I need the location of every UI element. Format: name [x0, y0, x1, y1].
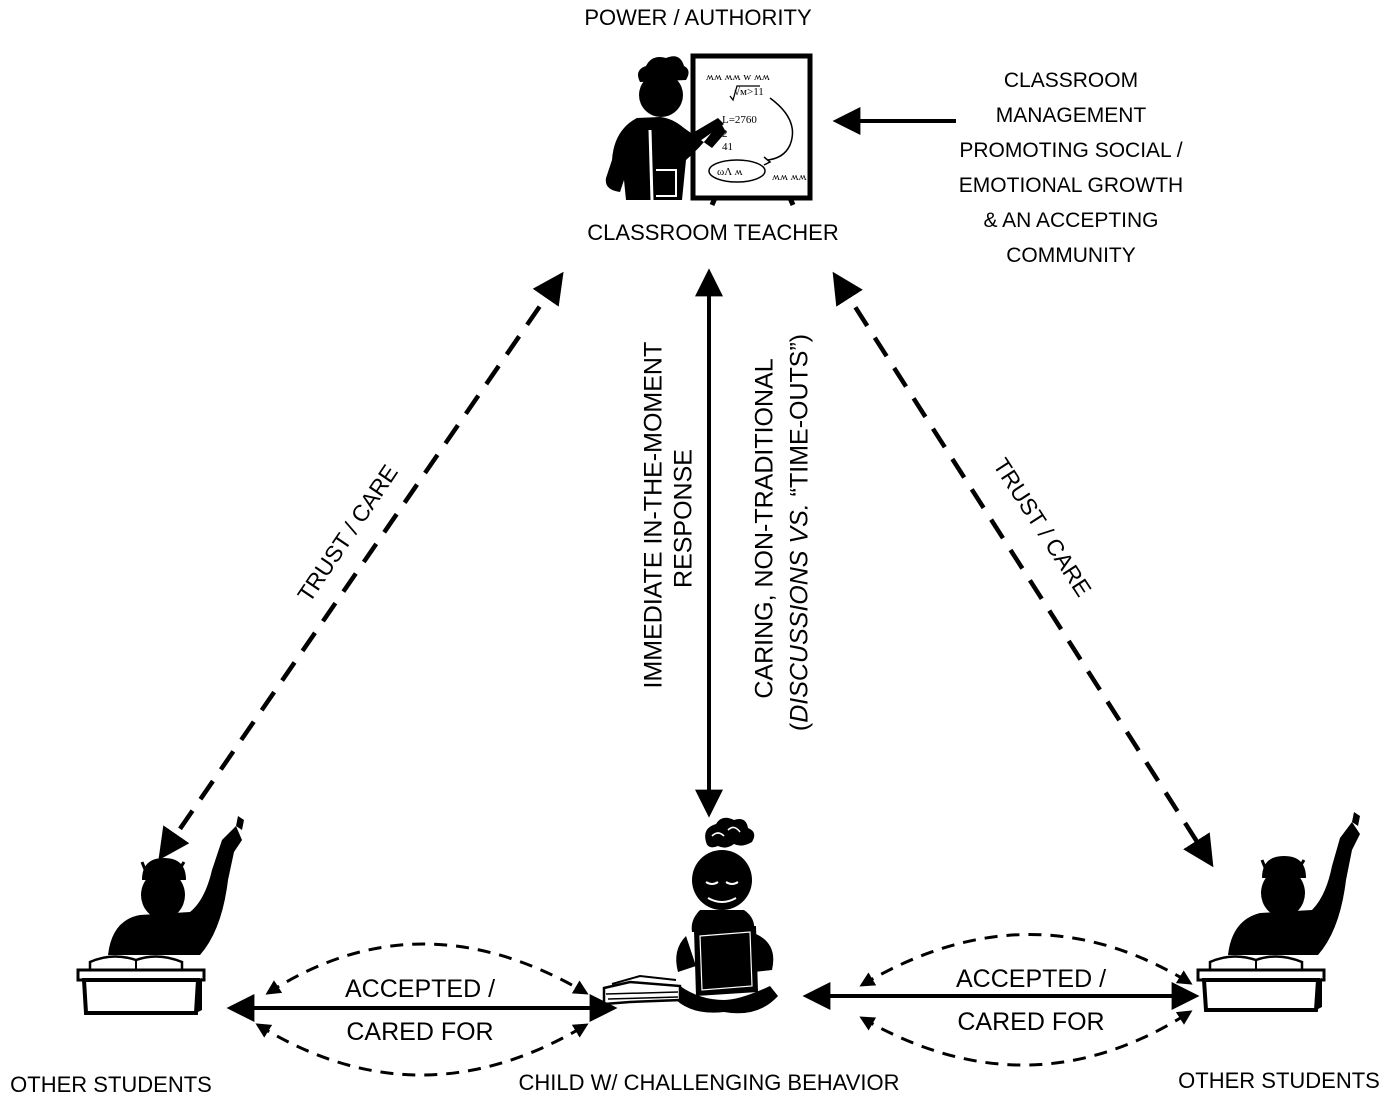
immediate-response-line2: RESPONSE: [669, 449, 698, 588]
management-line: & AN ACCEPTING: [983, 209, 1159, 232]
immediate-response-line1: IMMEDIATE IN-THE-MOMENT: [639, 341, 668, 689]
left-upper-dashed-curve: [265, 942, 589, 995]
board-math-4: 41: [722, 141, 733, 153]
left-student-icon: [76, 816, 244, 1015]
board-math-3: 2: [722, 128, 728, 140]
right-lower-dashed-curve: [859, 1010, 1193, 1067]
right-accepted-label: ACCEPTED /: [955, 965, 1107, 993]
left-trust-arrow: [158, 271, 564, 861]
management-line: MANAGEMENT: [995, 104, 1147, 127]
board-math-1: √ᴍ>11: [734, 86, 764, 98]
discussions-italic: DISCUSSIONS VS.: [785, 503, 814, 723]
classroom-teacher-label: CLASSROOM TEACHER: [587, 220, 839, 245]
classroom-management-label: CLASSROOM MANAGEMENT PROMOTING SOCIAL / …: [940, 63, 1202, 273]
right-student-icon: [1196, 812, 1360, 1012]
timeouts-text: “TIME-OUTS”): [785, 333, 814, 504]
left-accepted-label: ACCEPTED /: [344, 975, 496, 1003]
paren-open: (: [785, 722, 814, 732]
child-figure-icon: [602, 817, 778, 1014]
management-line: COMMUNITY: [1006, 244, 1136, 267]
right-other-students-label: OTHER STUDENTS: [1178, 1068, 1380, 1093]
left-lower-dashed-curve: [255, 1023, 589, 1077]
board-oval-text: ωΛ ʍ: [717, 166, 743, 178]
left-cared-for-label: CARED FOR: [346, 1018, 494, 1046]
management-line: EMOTIONAL GROWTH: [958, 174, 1184, 197]
child-label: CHILD W/ CHALLENGING BEHAVIOR: [518, 1070, 900, 1095]
board-scribble-1: ʍʍ ʍʍ w ʍʍ: [706, 71, 770, 83]
management-line: PROMOTING SOCIAL /: [959, 139, 1183, 162]
teacher-figure-icon: ʍʍ ʍʍ w ʍʍ √ᴍ>11 L=2760 2 41 ωΛ ʍ ʍʍ ʍʍ: [605, 53, 813, 206]
right-upper-dashed-curve: [859, 933, 1193, 987]
right-trust-arrow: [832, 271, 1214, 868]
management-line: CLASSROOM: [1003, 69, 1139, 92]
right-cared-for-label: CARED FOR: [957, 1008, 1105, 1036]
left-other-students-label: OTHER STUDENTS: [10, 1072, 212, 1097]
discussions-line: (DISCUSSIONS VS. “TIME-OUTS”): [786, 333, 815, 733]
caring-line: CARING, NON-TRADITIONAL: [750, 358, 779, 699]
board-math-2: L=2760: [722, 114, 757, 126]
board-scribble-2: ʍʍ ʍʍ: [772, 171, 807, 183]
power-authority-label: POWER / AUTHORITY: [584, 5, 812, 30]
